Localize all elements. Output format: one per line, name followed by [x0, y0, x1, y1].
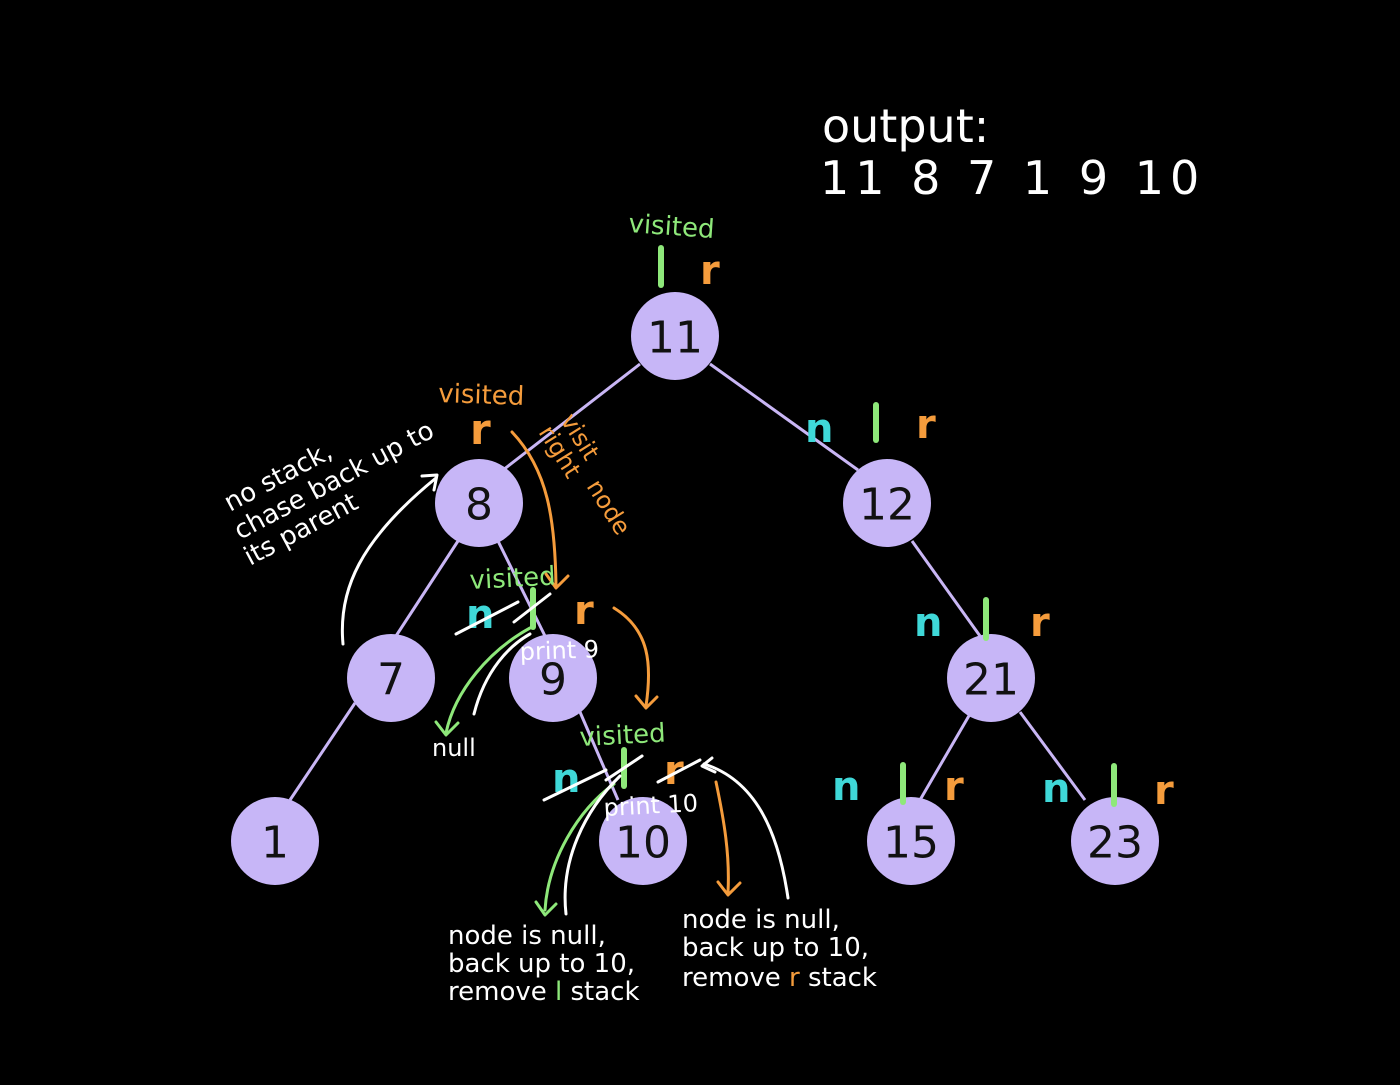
- n-marker-21: n: [914, 600, 942, 646]
- print-10: print 10: [603, 789, 699, 822]
- left-null-line2: back up to 10,: [448, 949, 635, 979]
- right-null-line3c: stack: [800, 963, 877, 993]
- node-label: 10: [615, 818, 671, 869]
- node10-right-back-arrow: [702, 762, 790, 900]
- left-null-line3c: stack: [562, 977, 639, 1007]
- node-label: 1: [261, 818, 289, 869]
- right-null-line1: node is null,: [682, 905, 840, 935]
- tree-node-9: 9: [509, 634, 597, 722]
- tree-node-12: 12: [843, 459, 931, 547]
- tree-node-23: 23: [1071, 797, 1159, 885]
- tree-edges: [288, 362, 1087, 801]
- r-strike-10: [656, 758, 702, 784]
- visit-right-arrow: [510, 430, 558, 587]
- tree-node-8: 8: [435, 459, 523, 547]
- output-values: 11 8 7 1 9 10: [820, 151, 1205, 205]
- r-marker-12: r: [916, 402, 936, 448]
- edge-8-9: [496, 540, 547, 637]
- node9-left-arrow: [444, 626, 532, 735]
- r-marker-11: r: [700, 248, 720, 294]
- r-marker-10: r: [664, 748, 684, 794]
- node10-right-arrowhead: [716, 880, 742, 897]
- node10-left-back-arrow: [563, 774, 622, 916]
- node10-right-back-arrowhead: [700, 756, 717, 774]
- node-label: 23: [1087, 818, 1143, 869]
- node-label: 9: [539, 655, 567, 706]
- right-null-line3a: remove: [682, 963, 789, 993]
- r-marker-23: r: [1154, 768, 1174, 814]
- node-label: 21: [963, 655, 1019, 706]
- visited-label-8: visited: [438, 379, 525, 412]
- tree-node-7: 7: [347, 634, 435, 722]
- visited-label-10: visited: [579, 719, 667, 753]
- node-label: 8: [465, 480, 493, 531]
- node-label: 7: [377, 655, 405, 706]
- r-marker-21: r: [1030, 600, 1050, 646]
- r-marker-9: r: [574, 588, 594, 634]
- output-label: output:: [822, 99, 989, 153]
- n-strike-10: [542, 768, 608, 802]
- print-9: print 9: [519, 635, 599, 666]
- n-marker-12: n: [805, 406, 833, 452]
- node9-right-arrowhead: [634, 694, 659, 710]
- left-null-line3: remove l stack: [448, 977, 640, 1007]
- r-marker-15: r: [944, 764, 964, 810]
- visited-label-11: visited: [628, 209, 716, 245]
- chase-back-arrowhead: [420, 473, 439, 492]
- left-null-l-marker: l: [555, 977, 562, 1007]
- edge-11-8: [502, 362, 641, 472]
- edge-21-23: [1018, 711, 1087, 801]
- left-null-line3a: remove: [448, 977, 555, 1007]
- chase-back-arrow: [340, 476, 438, 646]
- tree-node-1: 1: [231, 797, 319, 885]
- edge-12-21: [910, 540, 982, 637]
- left-null-line1: node is null,: [448, 921, 606, 951]
- edge-7-1: [288, 702, 357, 801]
- visit-right-node-line3: node: [581, 474, 636, 540]
- tree-node-15: 15: [867, 797, 955, 885]
- node-label: 12: [859, 480, 915, 531]
- edge-11-12: [709, 362, 859, 472]
- tree-node-11: 11: [631, 292, 719, 380]
- node9-right-arrow: [612, 606, 651, 708]
- visit-right-arrowhead: [544, 572, 570, 590]
- n-marker-15: n: [832, 764, 860, 810]
- n-marker-23: n: [1042, 766, 1070, 812]
- node9-left-arrowhead: [434, 720, 460, 737]
- r-marker-8: r: [470, 405, 491, 454]
- tree-node-21: 21: [947, 634, 1035, 722]
- right-null-r-marker: r: [789, 963, 800, 993]
- node-label: 11: [647, 313, 703, 364]
- visited-label-9: visited: [469, 562, 557, 596]
- edge-21-15: [918, 713, 972, 801]
- n-strike-9: [454, 600, 520, 636]
- node-label: 15: [883, 818, 939, 869]
- null-label: null: [432, 734, 476, 762]
- node9-back-arrow: [472, 632, 532, 716]
- tree-node-10: 10: [599, 797, 687, 885]
- right-null-line3: remove r stack: [682, 963, 877, 993]
- edge-8-7: [394, 540, 460, 637]
- node10-right-arrow: [714, 780, 730, 894]
- l-strike-10: [604, 754, 644, 782]
- right-null-line2: back up to 10,: [682, 933, 869, 963]
- l-strike-9: [512, 592, 552, 624]
- node10-left-arrowhead: [534, 900, 558, 917]
